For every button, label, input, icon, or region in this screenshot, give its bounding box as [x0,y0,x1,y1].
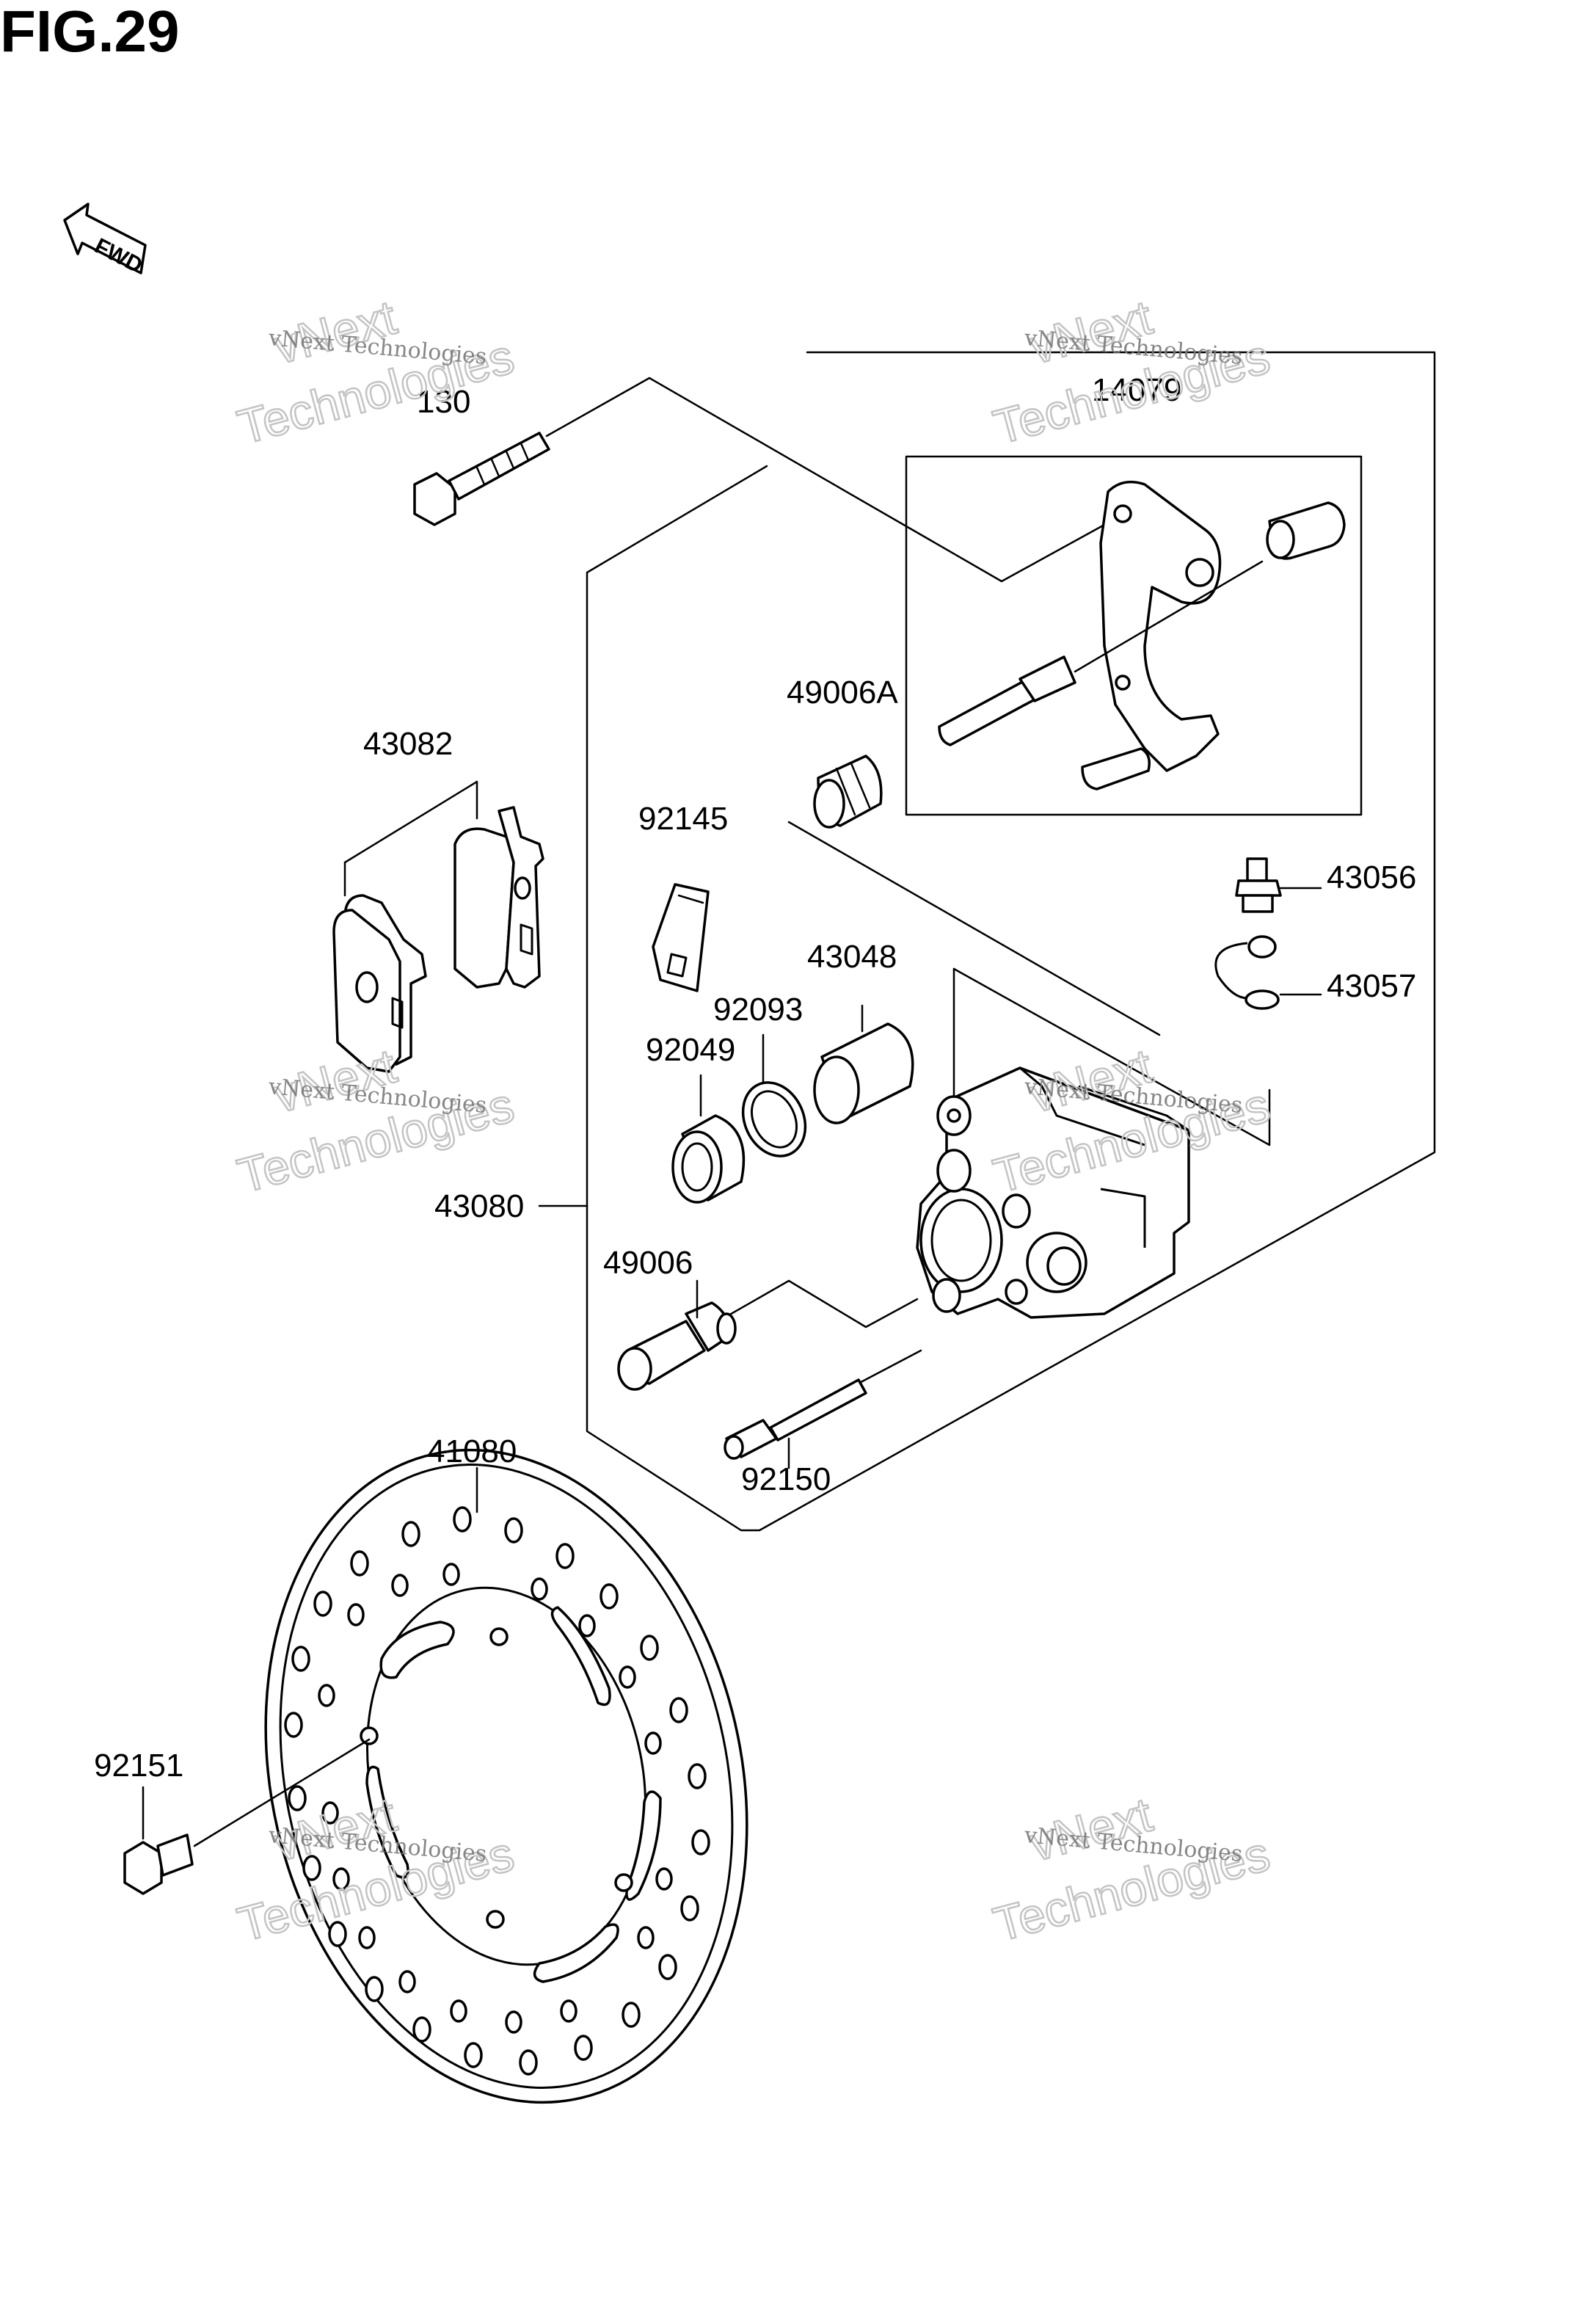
watermark-6: vNext Technologies vNext Technologies [987,1786,1276,1952]
label-43080: 43080 [434,1188,524,1224]
caliper-body [916,1066,1190,1319]
brake-pads-43082 [332,806,544,1073]
pad-spring-92145 [652,883,710,992]
label-92145: 92145 [638,801,728,837]
label-49006: 49006 [603,1245,693,1281]
label-43048: 43048 [807,939,897,975]
brake-disc-41080 [264,1448,748,2104]
label-41080: 41080 [427,1433,517,1469]
dust-seal-92049 [671,1074,746,1204]
bleed-screw-43056 [1235,857,1322,913]
caliper-box-guide [952,967,1271,1146]
label-92049: 92049 [646,1032,735,1068]
bolt-130 [413,432,550,526]
disc-drill-holes [284,1506,710,2076]
label-43057: 43057 [1327,968,1416,1004]
caliper-bracket-14079 [938,480,1346,790]
watermark-3: vNext Technologies vNext Technologies [231,1037,520,1204]
boot-49006A [813,755,883,829]
bleed-cap-43057 [1214,935,1322,1010]
seal-92093 [741,1033,807,1157]
pin-guide-line-lower [707,1279,919,1328]
label-14079: 14079 [1092,372,1181,408]
label-130: 130 [417,384,470,420]
pin-guide-line-upper [787,821,1161,1036]
pads-guide-line [343,780,478,864]
label-43082: 43082 [363,726,453,762]
figure-title: FIG.29 [0,0,180,64]
label-92151: 92151 [94,1748,183,1784]
fwd-arrow-icon: FWD [63,203,147,278]
bolt-130-guide-line [545,377,1106,583]
label-43056: 43056 [1327,859,1416,895]
watermark-2: vNext Technologies vNext Technologies [987,288,1276,455]
assembly-outline-43080 [586,351,1436,1532]
piston-43048 [813,1004,914,1124]
label-49006A: 49006A [787,675,898,710]
label-92093: 92093 [713,992,803,1028]
label-92150: 92150 [741,1461,831,1497]
bracket-outline-14079 [905,455,1363,816]
watermark-1: vNext Technologies vNext Technologies [231,288,520,455]
disc-bolt-92151 [123,1738,371,1895]
slide-pin-49006 [617,1279,737,1391]
pin-bolt-92150 [724,1378,867,1469]
